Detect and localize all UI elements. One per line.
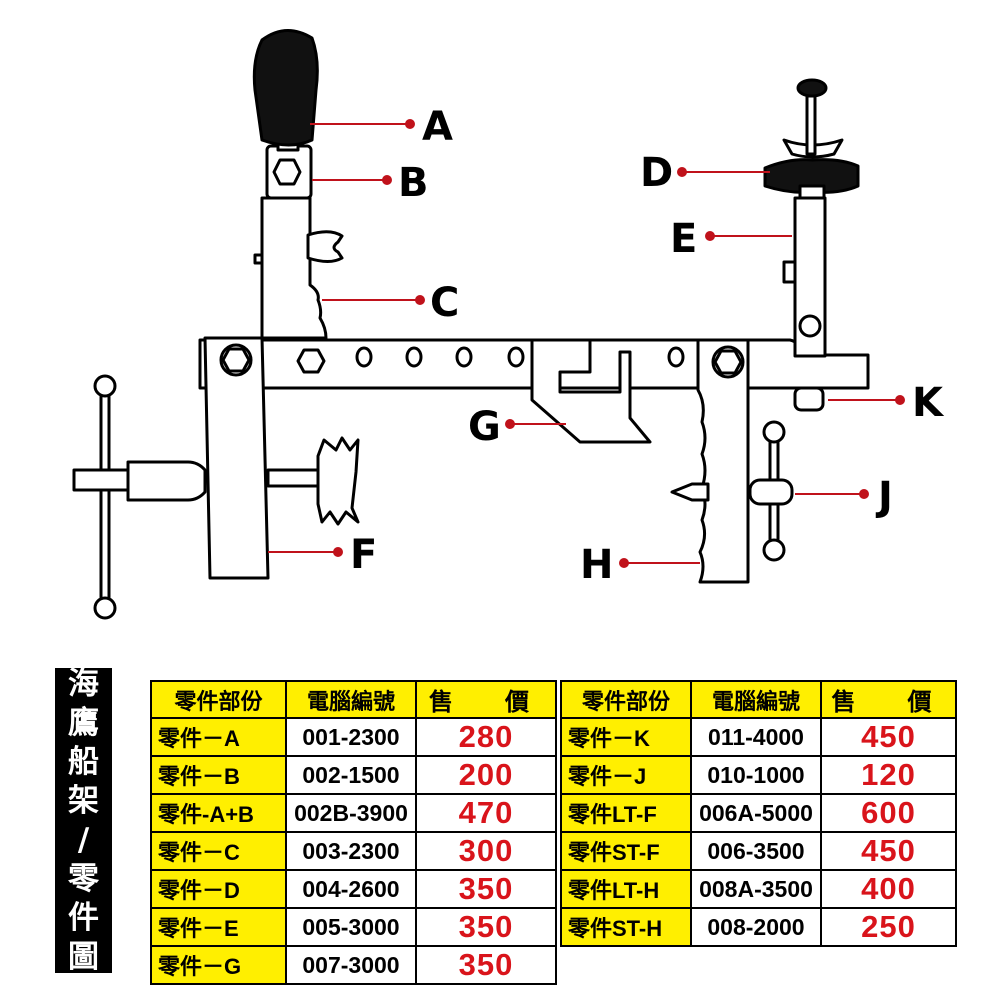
header-price: 售 價 xyxy=(820,680,957,719)
callout-k: K xyxy=(912,380,945,426)
header-part: 零件部份 xyxy=(150,680,287,719)
part-cell: 零件ST-H xyxy=(560,907,692,947)
part-cell: 零件－C xyxy=(150,831,287,871)
price-cell: 300 xyxy=(415,831,557,871)
price-cell: 350 xyxy=(415,907,557,947)
callout-e: E xyxy=(670,216,697,262)
title-char: / xyxy=(77,821,90,858)
table-header-row: 零件部份 電腦編號 售 價 xyxy=(150,680,557,719)
callout-g: G xyxy=(468,404,501,450)
callout-d: D xyxy=(640,150,673,196)
part-k-nut xyxy=(793,386,825,412)
price-cell: 350 xyxy=(415,869,557,909)
code-cell: 006A-5000 xyxy=(690,793,822,833)
title-char: 船 xyxy=(68,743,99,780)
table-header-row: 零件部份 電腦編號 售 價 xyxy=(560,680,957,719)
code-cell: 004-2600 xyxy=(285,869,417,909)
code-cell: 008A-3500 xyxy=(690,869,822,909)
part-cell: 零件LT-H xyxy=(560,869,692,909)
code-cell: 005-3000 xyxy=(285,907,417,947)
header-code: 電腦編號 xyxy=(690,680,822,719)
code-cell: 003-2300 xyxy=(285,831,417,871)
part-a-handle xyxy=(252,29,319,147)
title-char: 架 xyxy=(68,782,99,819)
title-char: 零 xyxy=(68,860,99,897)
title-char: 鷹 xyxy=(68,704,99,741)
part-cell: 零件－D xyxy=(150,869,287,909)
callout-a: A xyxy=(422,104,453,150)
price-cell: 120 xyxy=(820,755,957,795)
callout-f: F xyxy=(350,532,377,578)
vertical-title: 海 鷹 船 架 / 零 件 圖 xyxy=(55,665,112,975)
part-cell: 零件－E xyxy=(150,907,287,947)
callout-b: B xyxy=(398,160,429,206)
parts-diagram: A B C D E F G H J K xyxy=(72,29,945,620)
code-cell: 010-1000 xyxy=(690,755,822,795)
header-code: 電腦編號 xyxy=(285,680,417,719)
header-price: 售 價 xyxy=(415,680,557,719)
part-cell: 零件-A+B xyxy=(150,793,287,833)
part-cell: 零件LT-F xyxy=(560,793,692,833)
price-cell: 280 xyxy=(415,717,557,757)
price-cell: 200 xyxy=(415,755,557,795)
code-cell: 011-4000 xyxy=(690,717,822,757)
header-part: 零件部份 xyxy=(560,680,692,719)
part-cell: 零件－J xyxy=(560,755,692,795)
code-cell: 002-1500 xyxy=(285,755,417,795)
price-cell: 470 xyxy=(415,793,557,833)
left-clamp-block xyxy=(203,336,270,580)
part-cell: 零件－B xyxy=(150,755,287,795)
part-cell: 零件－G xyxy=(150,945,287,985)
price-cell: 400 xyxy=(820,869,957,909)
part-f-pad xyxy=(316,436,360,526)
price-cell: 350 xyxy=(415,945,557,985)
callout-c: C xyxy=(430,280,459,326)
title-char: 海 xyxy=(68,665,99,702)
riser-c xyxy=(260,196,328,340)
part-cell: 零件－A xyxy=(150,717,287,757)
code-cell: 006-3500 xyxy=(690,831,822,871)
part-d-disc xyxy=(763,158,860,194)
part-cell: 零件－K xyxy=(560,717,692,757)
price-cell: 450 xyxy=(820,717,957,757)
code-cell: 008-2000 xyxy=(690,907,822,947)
title-char: 件 xyxy=(68,899,99,936)
title-char: 圖 xyxy=(68,938,99,975)
part-g-bracket xyxy=(530,338,652,444)
code-cell: 007-3000 xyxy=(285,945,417,985)
callout-j: J xyxy=(875,474,893,520)
part-cell: 零件ST-F xyxy=(560,831,692,871)
code-cell: 001-2300 xyxy=(285,717,417,757)
price-cell: 600 xyxy=(820,793,957,833)
code-cell: 002B-3900 xyxy=(285,793,417,833)
callout-h: H xyxy=(580,542,613,588)
price-cell: 250 xyxy=(820,907,957,947)
price-cell: 450 xyxy=(820,831,957,871)
